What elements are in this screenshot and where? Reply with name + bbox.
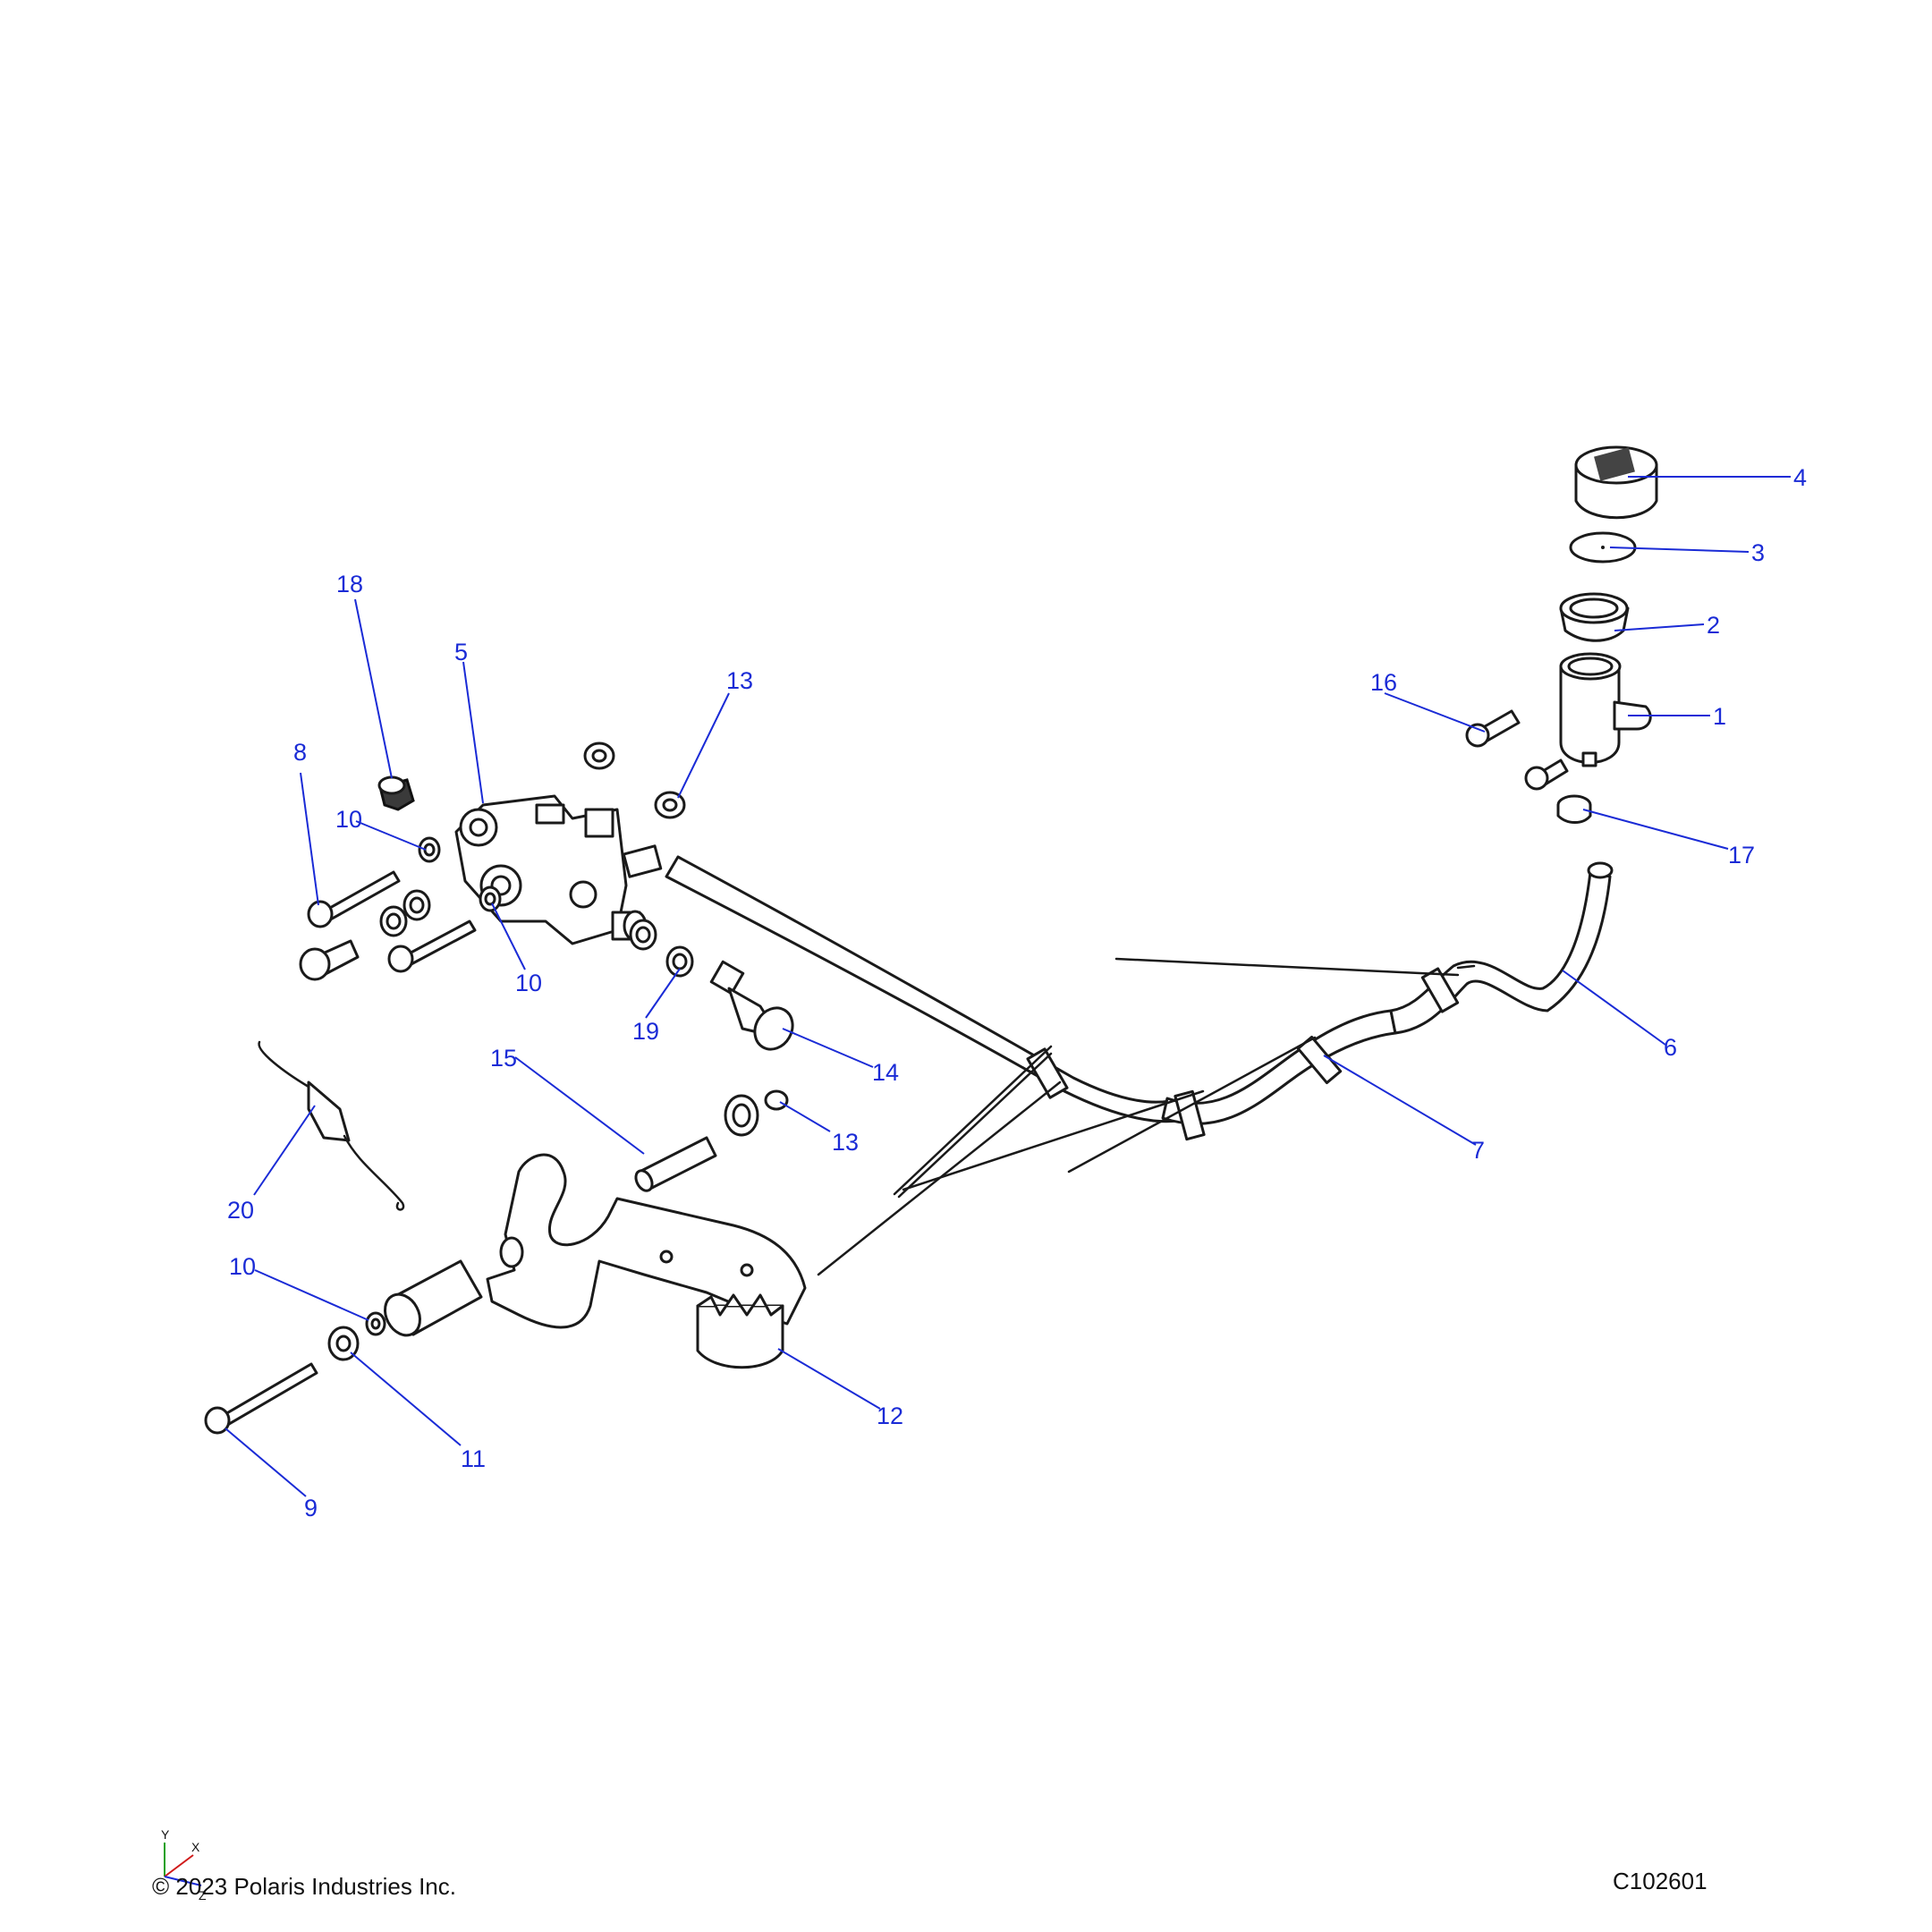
callout-2: 2 [1707,612,1720,639]
reservoir-screws [1465,709,1569,791]
cable-ties [817,957,1476,1276]
bushings [384,1089,789,1337]
callout-15: 15 [490,1045,517,1072]
callout-9: 9 [304,1495,318,1521]
callout-12: 12 [877,1402,903,1429]
bleeder-cap [377,775,415,811]
hose-clamp [1556,794,1592,824]
callout-17: 17 [1728,842,1755,869]
callout-14: 14 [872,1059,899,1086]
callout-6: 6 [1664,1034,1677,1061]
callout-18: 18 [336,571,363,597]
callout-10-top: 10 [335,806,362,833]
axis-x-label: X [191,1840,200,1854]
callout-16: 16 [1370,669,1397,696]
callout-4: 4 [1793,464,1807,491]
callout-10-mid: 10 [515,970,542,996]
reservoir [1559,652,1652,767]
brake-pedal [486,1153,807,1369]
bolts [204,870,477,1435]
callout-11: 11 [461,1445,486,1472]
brake-line-hose [665,855,1614,1141]
leader-lines [225,476,1791,1497]
callout-numbers: 1 2 3 4 5 6 7 8 9 10 10 10 11 12 13 13 1… [227,464,1807,1521]
callout-20: 20 [227,1197,254,1224]
copyright-text: © 2023 Polaris Industries Inc. [152,1873,456,1900]
axis-z-label: Z [199,1888,207,1902]
callout-10-bottom: 10 [229,1253,256,1280]
callout-7: 7 [1471,1137,1485,1164]
brake-switch [709,960,794,1051]
reservoir-cap [1574,445,1658,520]
callout-19: 19 [632,1018,659,1045]
drawing-number: C102601 [1613,1868,1707,1894]
axis-y-label: Y [161,1827,170,1842]
callout-13-bottom: 13 [832,1129,859,1156]
callout-13-top: 13 [726,667,753,694]
reservoir-gasket [1559,592,1630,642]
callout-3: 3 [1751,539,1765,566]
master-cylinder [454,794,648,945]
callout-5: 5 [454,639,468,665]
grommets [583,741,686,878]
return-spring [258,1040,405,1211]
callout-8: 8 [293,739,307,766]
callout-1: 1 [1713,703,1726,730]
axis-triad: Y X Z [161,1827,207,1902]
